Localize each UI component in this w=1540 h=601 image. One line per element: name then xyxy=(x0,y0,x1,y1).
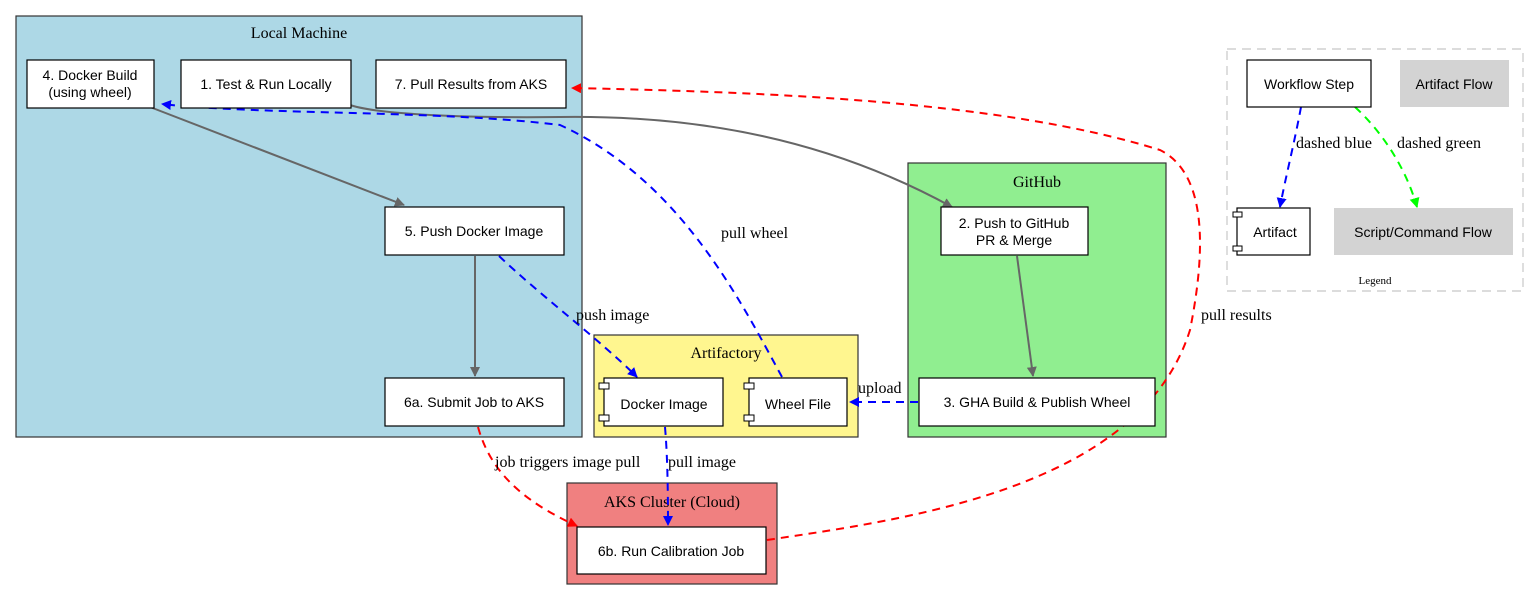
legend-script-flow: Script/Command Flow xyxy=(1334,208,1513,255)
edge-run-calibration-to-pull-results xyxy=(571,83,1201,541)
legend-script-flow-label: Script/Command Flow xyxy=(1354,224,1493,240)
edge-label-push-image: push image xyxy=(576,307,649,324)
node-docker-image[interactable]: Docker Image xyxy=(598,377,724,427)
legend-title: Legend xyxy=(1359,275,1392,287)
cluster-artifactory-label: Artifactory xyxy=(690,345,761,362)
node-submit-job[interactable]: 6a. Submit Job to AKS xyxy=(384,377,565,427)
node-gha-build[interactable]: 3. GHA Build & Publish Wheel xyxy=(918,377,1156,427)
edge-docker-image-to-run-calibration xyxy=(662,426,673,526)
edge-label-job-triggers: job triggers image pull xyxy=(494,454,641,471)
node-gha-build-label: 3. GHA Build & Publish Wheel xyxy=(944,394,1131,410)
legend-label-dashed-blue: dashed blue xyxy=(1296,135,1372,152)
node-push-docker-image-label: 5. Push Docker Image xyxy=(405,223,544,239)
node-docker-build[interactable]: 4. Docker Build (using wheel) xyxy=(26,59,155,109)
cluster-local-machine-label: Local Machine xyxy=(251,25,347,42)
node-push-github-line1: 2. Push to GitHub xyxy=(959,215,1070,231)
node-wheel-file-label: Wheel File xyxy=(765,396,831,412)
node-docker-build-line1: 4. Docker Build xyxy=(43,67,138,83)
edge-wheel-file-to-docker-build xyxy=(161,100,783,378)
node-wheel-file[interactable]: Wheel File xyxy=(743,377,848,427)
edge-label-pull-image: pull image xyxy=(668,454,736,471)
edge-label-pull-wheel: pull wheel xyxy=(721,225,789,242)
node-pull-results-label: 7. Pull Results from AKS xyxy=(395,76,548,92)
node-run-calibration[interactable]: 6b. Run Calibration Job xyxy=(576,526,767,575)
legend-artifact-flow: Artifact Flow xyxy=(1400,60,1509,107)
node-docker-build-line2: (using wheel) xyxy=(48,84,131,100)
legend-label-dashed-green: dashed green xyxy=(1397,135,1481,152)
node-test-run-locally-label: 1. Test & Run Locally xyxy=(200,76,331,92)
edge-docker-build-to-push-docker xyxy=(149,106,405,207)
edge-label-upload: upload xyxy=(858,380,902,397)
node-push-docker-image[interactable]: 5. Push Docker Image xyxy=(384,206,565,256)
legend-artifact: Artifact xyxy=(1232,207,1311,256)
cluster-legend: Legend xyxy=(1226,48,1524,292)
node-test-run-locally[interactable]: 1. Test & Run Locally xyxy=(180,59,352,109)
node-pull-results[interactable]: 7. Pull Results from AKS xyxy=(375,59,567,109)
legend-artifact-flow-label: Artifact Flow xyxy=(1415,76,1493,92)
node-submit-job-label: 6a. Submit Job to AKS xyxy=(404,394,544,410)
legend-artifact-label: Artifact xyxy=(1253,224,1297,240)
node-run-calibration-label: 6b. Run Calibration Job xyxy=(598,543,745,559)
edge-test-run-to-push-github xyxy=(349,104,953,208)
edge-push-docker-to-docker-image xyxy=(498,255,638,378)
legend-workflow-step-label: Workflow Step xyxy=(1264,76,1354,92)
legend-edge-blue xyxy=(1276,106,1302,208)
edge-label-pull-results: pull results xyxy=(1201,307,1272,324)
edge-push-github-to-gha-build xyxy=(1016,255,1037,377)
node-docker-image-label: Docker Image xyxy=(620,396,707,412)
cluster-aks-label: AKS Cluster (Cloud) xyxy=(604,494,740,511)
cluster-github-label: GitHub xyxy=(1013,174,1061,191)
legend-edge-green xyxy=(1354,106,1420,208)
legend-workflow-step: Workflow Step xyxy=(1246,59,1372,108)
node-push-github-line2: PR & Merge xyxy=(976,232,1052,248)
edge-submit-job-to-run-calibration xyxy=(477,426,578,527)
node-push-github[interactable]: 2. Push to GitHub PR & Merge xyxy=(940,206,1089,256)
